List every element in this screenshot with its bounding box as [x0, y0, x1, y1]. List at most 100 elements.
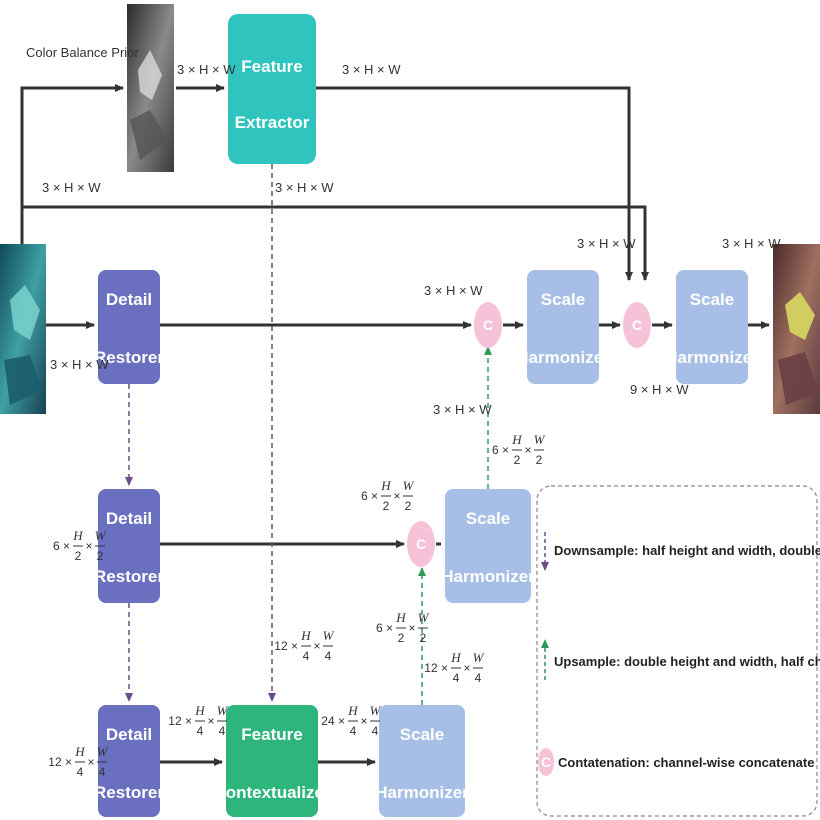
frac-extractor-down-h: H	[300, 628, 311, 643]
frac-restorer3-out-channels: 12 ×	[168, 714, 192, 728]
legend-upsample-text: Upsample: double height and width, half …	[554, 654, 820, 669]
detail-restorer-2-box: Detail Restorer	[94, 489, 164, 603]
concat-node-3: C	[407, 521, 435, 567]
frac-upsample1-in-w: W	[534, 432, 546, 447]
frac-restorer3-out-w-den: 4	[219, 724, 226, 738]
frac-restorer3-in-w-den: 4	[99, 765, 106, 779]
scale-harmonizer-3-box: Scale Harmonizer	[441, 489, 535, 603]
scale-harmonizer-3-label-2: Harmonizer	[441, 567, 535, 586]
frac-upsample1-in-h-den: 2	[514, 453, 521, 467]
frac-upsample2-out-times: ×	[408, 621, 415, 635]
frac-restorer3-in-w: W	[97, 744, 109, 759]
scale-harmonizer-2-label-2: Harmonizer	[665, 348, 759, 367]
scale-harmonizer-2-label-1: Scale	[690, 290, 734, 309]
frac-concat3-in-h-den: 2	[383, 499, 390, 513]
frac-restorer3-out-h: H	[194, 703, 205, 718]
frac-upsample1-in-times: ×	[524, 443, 531, 457]
frac-contextualizer-out-times: ×	[360, 714, 367, 728]
frac-concat3-in-channels: 6 ×	[361, 489, 378, 503]
input-image	[0, 244, 46, 414]
frac-upsample2-out-w-den: 2	[420, 631, 427, 645]
frac-upsample2-out-h-den: 2	[398, 631, 405, 645]
frac-restorer3-out-w: W	[217, 703, 229, 718]
concat-node-3-symbol: C	[416, 536, 426, 552]
frac-concat3-in-times: ×	[393, 489, 400, 503]
frac-upsample1-in-h: H	[511, 432, 522, 447]
frac-upsample2-in-times: ×	[463, 661, 470, 675]
frac-concat3-in-h: H	[380, 478, 391, 493]
frac-restorer3-in-channels: 12 ×	[48, 755, 72, 769]
detail-restorer-3-box: Detail Restorer	[94, 705, 164, 817]
frac-extractor-down-w: W	[323, 628, 335, 643]
detail-restorer-1-label-2: Restorer	[94, 348, 164, 367]
frac-extractor-down-times: ×	[313, 639, 320, 653]
concat-node-1: C	[474, 302, 502, 348]
scale-harmonizer-1-label-2: Harmonizer	[516, 348, 610, 367]
frac-upsample2-in-w-den: 4	[475, 671, 482, 685]
dim-label-input: 3 × H × W	[50, 357, 109, 372]
scale-harmonizer-1-box: Scale Harmonizer	[516, 270, 610, 384]
feature-contextualizer-box: Feature Contextualizer	[213, 705, 331, 817]
arrow-extractor-to-concat2	[316, 86, 633, 281]
frac-upsample1-in-channels: 6 ×	[492, 443, 509, 457]
output-image	[773, 244, 820, 414]
frac-upsample1-in-w-den: 2	[536, 453, 543, 467]
frac-restorer3-out-times: ×	[207, 714, 214, 728]
legend-downsample-text: Downsample: half height and width, doubl…	[554, 543, 820, 558]
dim-label-prior-out: 3 × H × W	[177, 62, 236, 77]
frac-extractor-down-w-den: 4	[325, 649, 332, 663]
detail-restorer-1-label-1: Detail	[106, 290, 152, 309]
frac-upsample2-in-w: W	[473, 650, 485, 665]
feature-extractor-box: Feature Extractor	[228, 14, 316, 164]
frac-upsample2-in-channels: 12 ×	[424, 661, 448, 675]
dim-label-bypass: 3 × H × W	[42, 180, 101, 195]
frac-restorer2-in-w: W	[95, 528, 107, 543]
scale-harmonizer-4-label-2: Harmonizer	[375, 783, 469, 802]
scale-harmonizer-3-label-1: Scale	[466, 509, 510, 528]
dim-label-output: 3 × H × W	[722, 236, 781, 251]
frac-upsample2-out-h: H	[395, 610, 406, 625]
color-balance-prior-label: Color Balance Prior	[26, 45, 139, 60]
frac-restorer3-in-h-den: 4	[77, 765, 84, 779]
frac-restorer2-in-channels: 6 ×	[53, 539, 70, 553]
legend-frame	[536, 485, 818, 817]
feature-extractor-label-1: Feature	[241, 57, 302, 76]
concat-node-2: C	[623, 302, 651, 348]
feature-contextualizer-label-2: Contextualizer	[213, 783, 331, 802]
dim-label-extractor-down: 3 × H × W	[275, 180, 334, 195]
arrow-input-to-prior	[20, 84, 124, 244]
frac-upsample2-out-w: W	[418, 610, 430, 625]
detail-restorer-2-label-2: Restorer	[94, 567, 164, 586]
frac-extractor-down-h-den: 4	[303, 649, 310, 663]
dim-label-upsample1-out: 3 × H × W	[433, 402, 492, 417]
frac-restorer3-in-times: ×	[87, 755, 94, 769]
dim-label-extractor-out: 3 × H × W	[342, 62, 401, 77]
dim-label-concat1-in: 3 × H × W	[424, 283, 483, 298]
scale-harmonizer-4-label-1: Scale	[400, 725, 444, 744]
frac-restorer3-out-h-den: 4	[197, 724, 204, 738]
scale-harmonizer-1-label-1: Scale	[541, 290, 585, 309]
frac-restorer3-in-h: H	[74, 744, 85, 759]
detail-restorer-3-label-2: Restorer	[94, 783, 164, 802]
frac-extractor-down-channels: 12 ×	[274, 639, 298, 653]
legend-concat-icon-symbol: C	[541, 754, 551, 770]
frac-upsample2-out-channels: 6 ×	[376, 621, 393, 635]
frac-restorer2-in-h: H	[72, 528, 83, 543]
dim-label-concat2-out: 9 × H × W	[630, 382, 689, 397]
frac-contextualizer-out-channels: 24 ×	[321, 714, 345, 728]
color-balance-prior-image	[127, 4, 174, 172]
arrow-input-bypass-to-concat2	[22, 205, 649, 281]
concat-node-1-symbol: C	[483, 317, 493, 333]
feature-extractor-label-2: Extractor	[235, 113, 310, 132]
frac-upsample2-in-h-den: 4	[453, 671, 460, 685]
frac-contextualizer-out-h-den: 4	[350, 724, 357, 738]
frac-restorer2-in-times: ×	[85, 539, 92, 553]
frac-concat3-in-w-den: 2	[405, 499, 412, 513]
detail-restorer-1-box: Detail Restorer	[94, 270, 164, 384]
frac-upsample2-in-h: H	[450, 650, 461, 665]
scale-harmonizer-2-box: Scale Harmonizer	[665, 270, 759, 384]
feature-contextualizer-label-1: Feature	[241, 725, 302, 744]
